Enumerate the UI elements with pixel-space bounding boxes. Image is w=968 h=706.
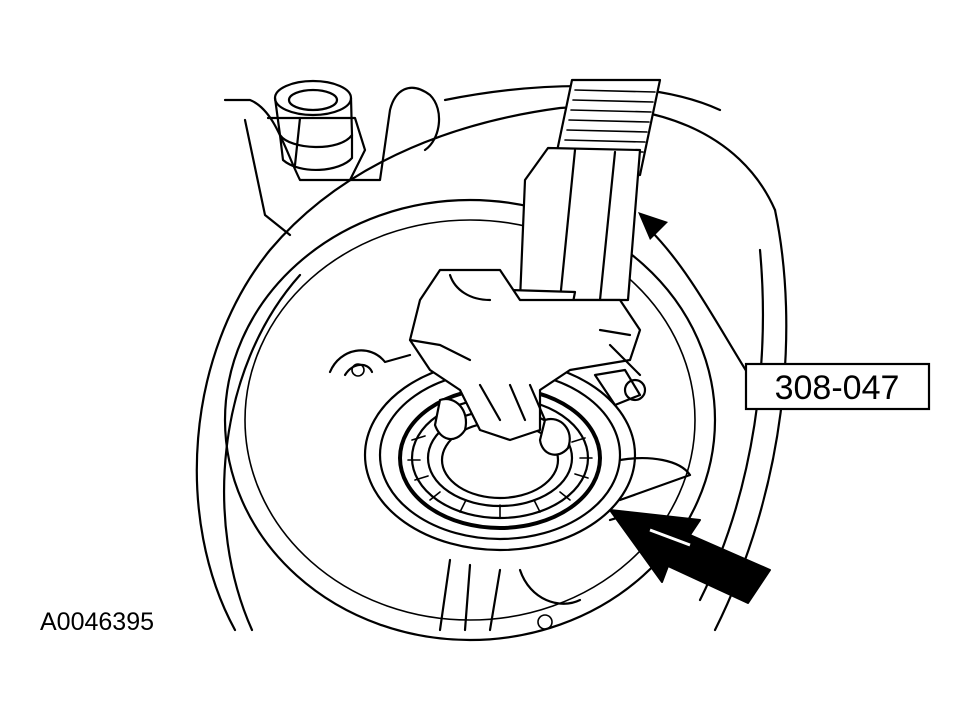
callout-box — [744, 362, 931, 411]
puller-tool — [408, 78, 662, 456]
tool-number-label: 308-047 — [775, 369, 900, 407]
figure-id-label: A0046395 — [40, 608, 154, 636]
mounting-boss — [273, 79, 354, 171]
flange-rings — [223, 198, 717, 642]
housing-outline — [195, 84, 788, 632]
solid-arrow-icon — [609, 509, 771, 604]
curved-arrow-icon — [638, 212, 757, 387]
tool-callout: 308-047 — [744, 362, 931, 411]
